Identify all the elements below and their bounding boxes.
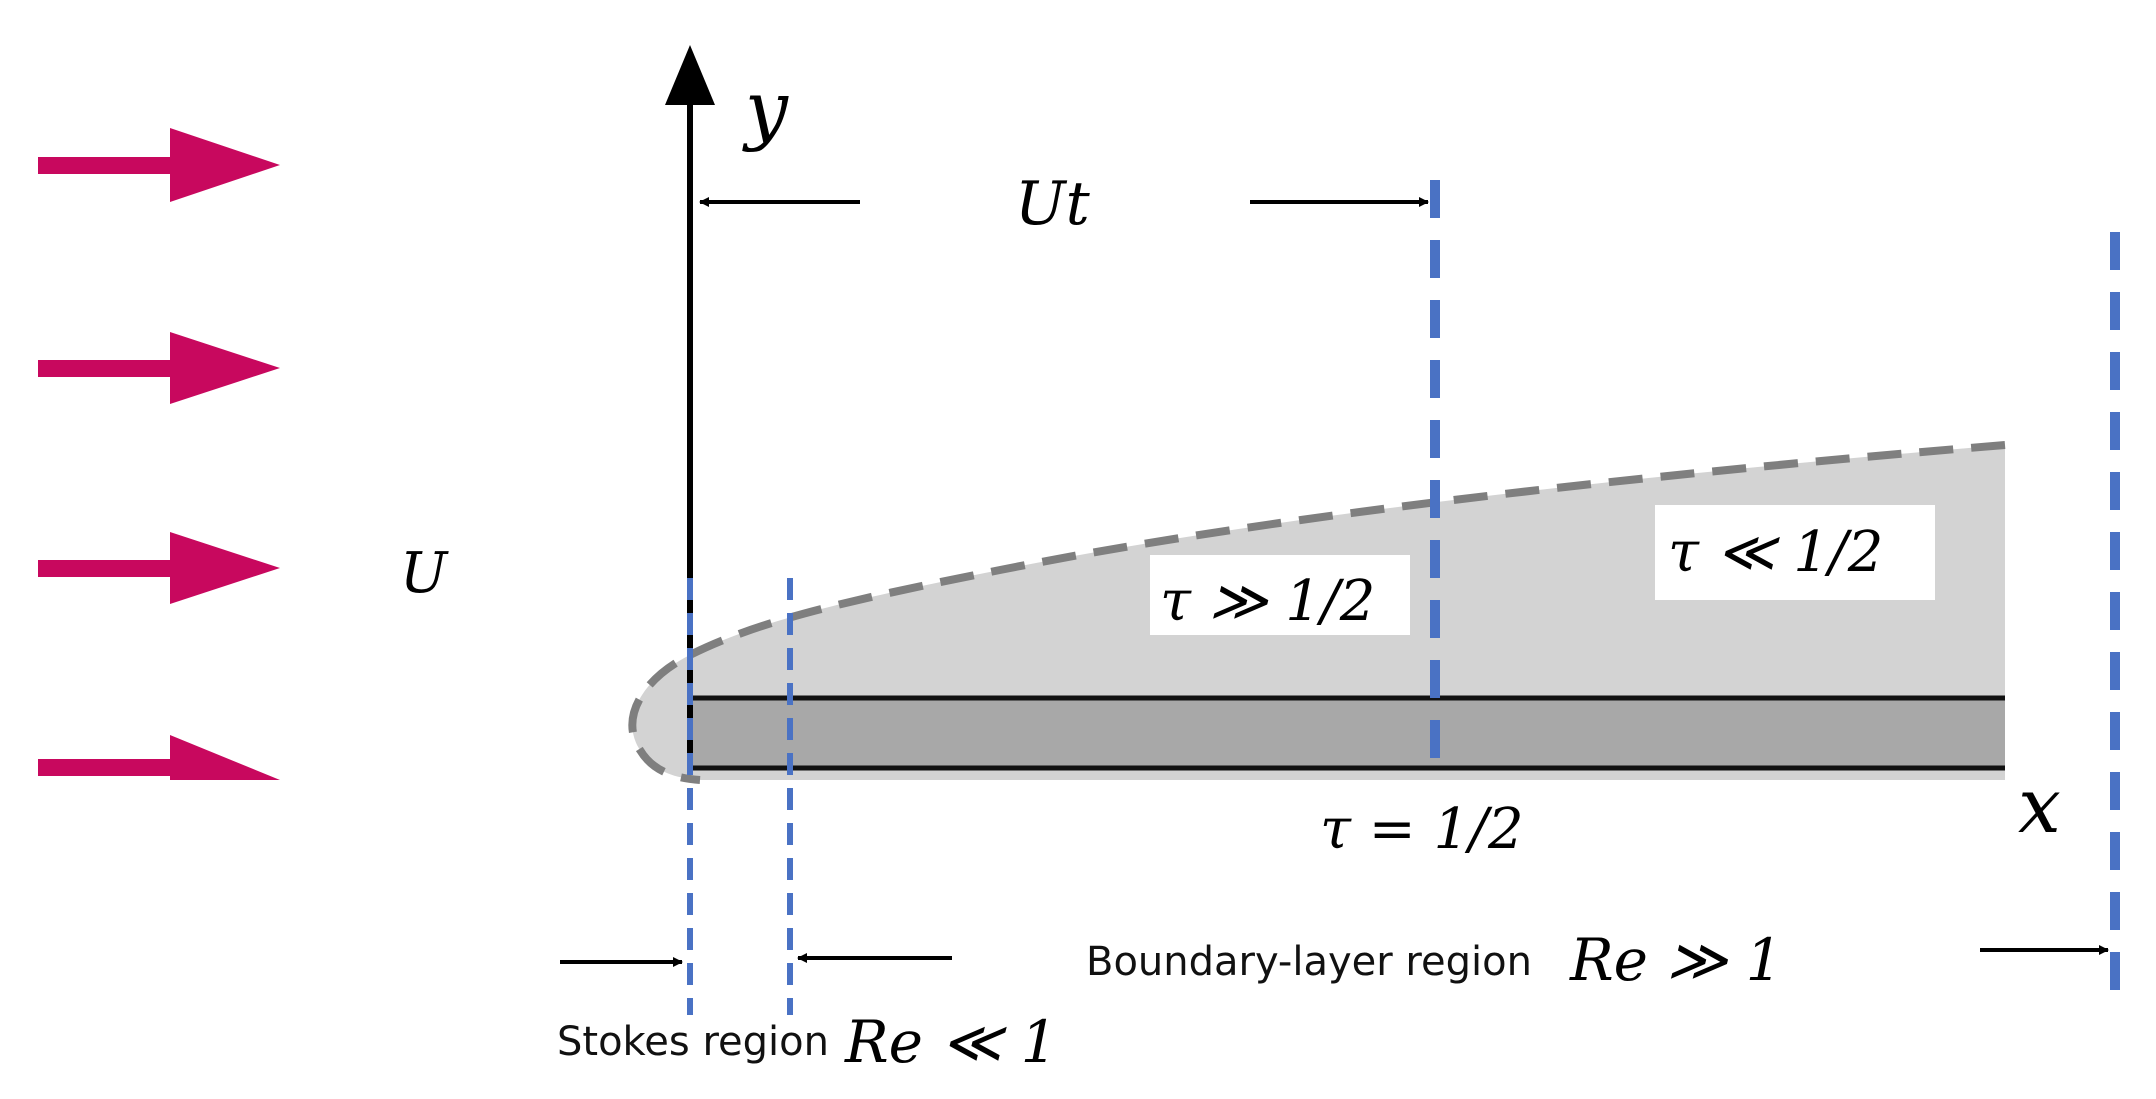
velocity-label: U (400, 541, 449, 606)
boundary-region-label: Boundary-layer region (1086, 939, 1532, 985)
tau-much-less-label: τ ≪ 1/2 (1668, 520, 1883, 585)
y-axis-label: y (742, 64, 789, 153)
boundary-re-label: Re ≫ 1 (1569, 926, 1783, 994)
tau-much-greater-label: τ ≫ 1/2 (1160, 569, 1375, 634)
flat-plate (690, 698, 2005, 768)
flow-arrow (38, 735, 280, 780)
ut-label: Ut (1015, 169, 1091, 239)
stokes-region-label: Stokes region (557, 1019, 829, 1065)
tau-much-less-box (1655, 505, 1935, 600)
flow-arrows (38, 128, 280, 780)
boundary-layer-edge (628, 441, 2006, 784)
flow-arrow (38, 128, 280, 202)
y-axis-arrowhead (665, 45, 715, 105)
flow-arrow (38, 332, 280, 404)
x-axis-label: x (2018, 761, 2061, 850)
flow-arrow (38, 532, 280, 604)
stokes-re-label: Re ≪ 1 (844, 1008, 1058, 1076)
tau-equal-label: τ = 1/2 (1320, 797, 1524, 862)
tau-much-greater-box (1150, 555, 1410, 635)
